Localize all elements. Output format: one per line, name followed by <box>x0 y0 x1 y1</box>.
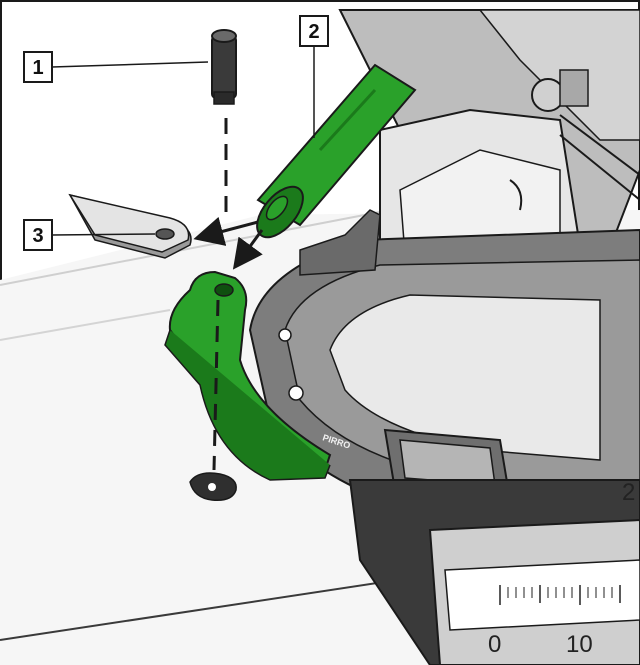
callout-1-number: 1 <box>32 57 43 79</box>
base-plate: PIRRO <box>248 209 640 521</box>
callout-3-number: 3 <box>32 225 43 247</box>
scale-housing: 0 10 2 <box>348 479 640 665</box>
scale-label-10: 10 <box>566 631 593 658</box>
scale-label-2: 2 <box>622 479 635 506</box>
callout-2-number: 2 <box>308 21 319 43</box>
callout-2: 2 <box>299 15 329 138</box>
retaining-clip <box>189 472 237 502</box>
plate-part <box>68 193 192 259</box>
scale-label-0: 0 <box>488 631 501 658</box>
arrow-icon <box>193 216 264 270</box>
callout-3: 3 <box>23 219 156 251</box>
dashed-guide-line <box>212 118 228 471</box>
scale-ticks <box>499 585 621 605</box>
callout-1: 1 <box>23 51 209 83</box>
green-bracket <box>164 270 332 481</box>
bolt-part <box>211 29 237 105</box>
green-pin <box>256 63 417 239</box>
